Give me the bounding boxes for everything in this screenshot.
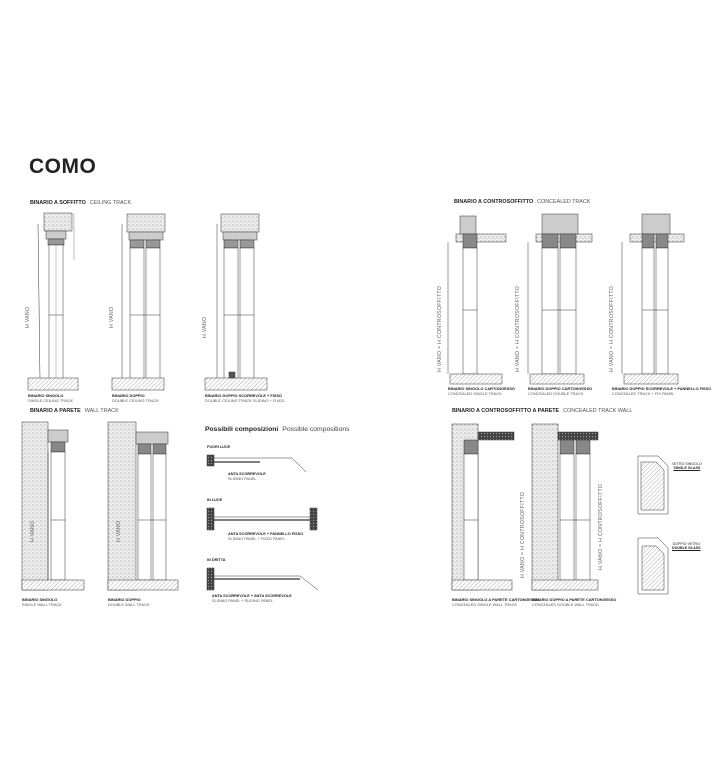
h-vano-label-4: H VANO <box>30 520 36 542</box>
composition-label-1: FUORI LUCE <box>207 445 231 449</box>
h-vano-contro-label-5: H VANO = H CONTROSOFFITTO <box>598 483 604 570</box>
h-vano-contro-label-3: H VANO = H CONTROSOFFITTO <box>609 285 615 372</box>
composition-label-2: IN LUCE <box>207 498 223 502</box>
h-vano-label-1: H VANO <box>25 306 31 328</box>
drawing-concealed-wall-double <box>531 423 599 591</box>
drawing-concealed-double <box>527 213 593 385</box>
drawing-ceiling-single <box>27 212 79 391</box>
drawing-concealed-fixed-panel <box>621 213 685 385</box>
composition-diagrams <box>206 454 319 591</box>
h-vano-contro-label-1: H VANO = H CONTROSOFFITTO <box>437 285 443 372</box>
drawing-concealed-wall-single <box>451 423 515 591</box>
drawing-wall-single <box>21 421 85 591</box>
drawing-wall-double <box>107 421 179 591</box>
drawing-concealed-single <box>447 215 507 385</box>
drawing-ceiling-sliding-fixed <box>204 213 268 391</box>
h-vano-contro-label-2: H VANO = H CONTROSOFFITTO <box>515 285 521 372</box>
h-vano-label-2: H VANO <box>109 306 115 328</box>
page-title: COMO <box>29 155 97 178</box>
drawing-ceiling-double <box>111 213 166 391</box>
h-vano-label-3: H VANO <box>202 316 208 338</box>
composition-label-3: IN DRITTA <box>207 558 226 562</box>
glass-profiles <box>637 455 669 595</box>
h-vano-contro-label-4: H VANO = H CONTROSOFFITTO <box>520 491 526 578</box>
h-vano-label-5: H VANO <box>116 520 122 542</box>
caption-concealed-fixed-panel: BINARIO DOPPIO SCORREVOLE + PANNELLO FIS… <box>612 386 712 396</box>
